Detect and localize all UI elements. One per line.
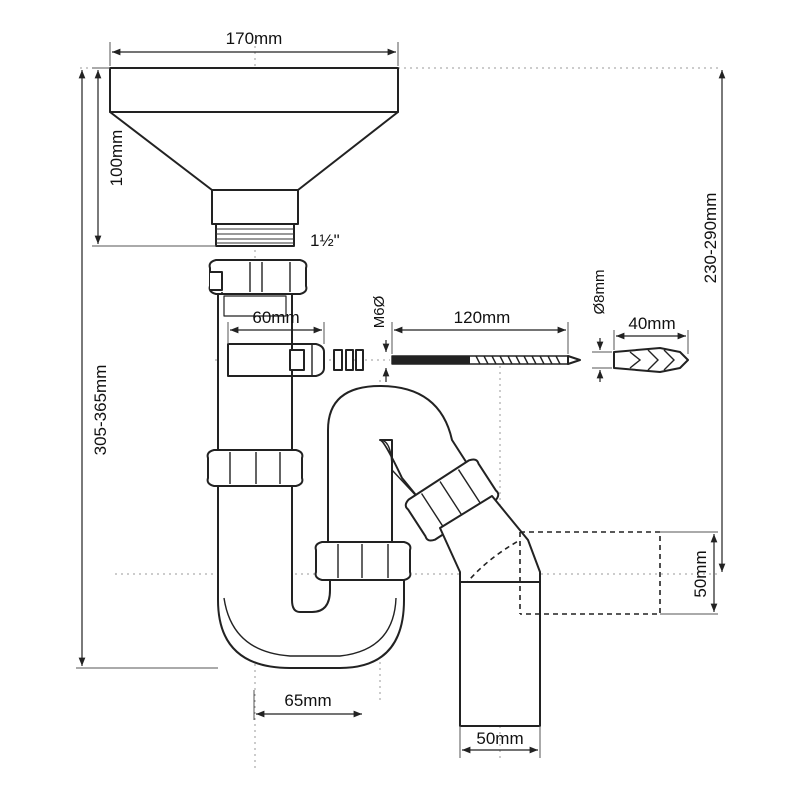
dimension-labels: 170mm 100mm 1½" 60mm M6Ø 120mm Ø8mm 40mm… (91, 29, 720, 748)
horizontal-outlet-alternative (519, 531, 661, 615)
wall-plug (613, 347, 689, 373)
middle-union-nut (206, 449, 304, 487)
label-bolt-thread: M6Ø (371, 295, 388, 328)
angled-union-nut (404, 458, 500, 542)
funnel-thread (215, 223, 295, 247)
trap-body (217, 485, 405, 669)
fixing-bolt (391, 355, 581, 365)
label-outlet-height: 50mm (691, 550, 710, 597)
label-outlet-diameter: 50mm (476, 729, 523, 748)
label-funnel-height: 100mm (107, 130, 126, 187)
outlet-pipe (439, 495, 541, 727)
funnel (109, 67, 399, 247)
label-funnel-width: 170mm (226, 29, 283, 48)
trap-union-nut (314, 541, 412, 581)
label-inlet-length: 60mm (252, 308, 299, 327)
swan-neck (327, 385, 471, 543)
label-right-height: 230-290mm (701, 193, 720, 284)
label-bolt-length: 120mm (454, 308, 511, 327)
label-total-height: 305-365mm (91, 365, 110, 456)
label-plug-diameter: Ø8mm (591, 270, 608, 315)
label-plug-length: 40mm (628, 314, 675, 333)
dimension-lines (78, 48, 726, 754)
extension-lines (76, 42, 718, 758)
label-trap-offset: 65mm (284, 691, 331, 710)
side-inlet (227, 343, 364, 377)
label-thread-size: 1½" (310, 231, 340, 250)
